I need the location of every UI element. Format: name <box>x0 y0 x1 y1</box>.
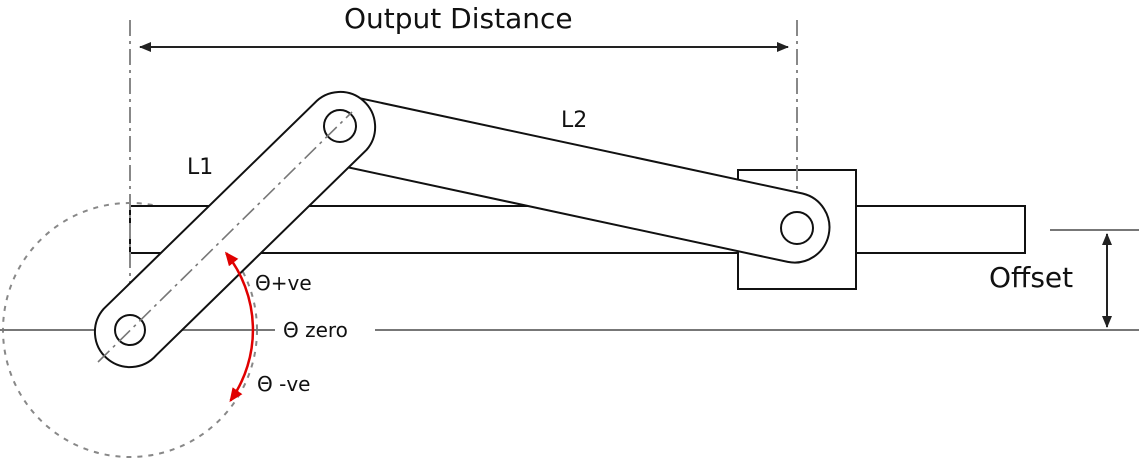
crank-centerline <box>97 111 353 363</box>
theta-negative-label: Θ -ve <box>257 372 311 396</box>
crank-elbow-pin <box>323 109 357 143</box>
link-l1 <box>93 90 377 369</box>
theta-positive-label: Θ+ve <box>255 271 312 295</box>
l2-label: L2 <box>561 108 588 133</box>
theta-angle-arrow <box>224 251 255 403</box>
offset-label: Offset <box>989 261 1074 294</box>
l2-slider-pin <box>780 211 814 245</box>
output-distance-label: Output Distance <box>344 2 573 35</box>
l1-label: L1 <box>187 155 214 180</box>
theta-zero-label: Θ zero <box>283 318 348 342</box>
